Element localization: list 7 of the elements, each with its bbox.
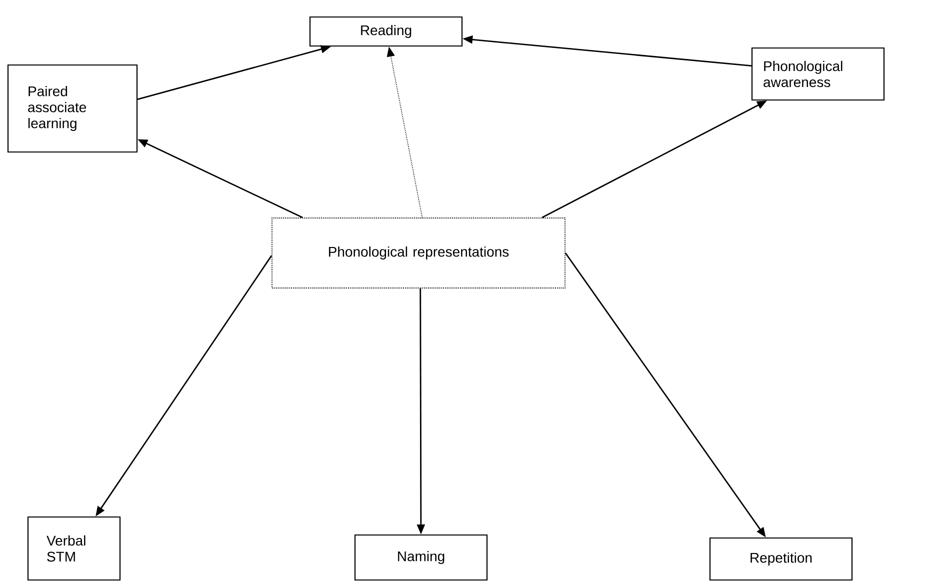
process-box: Phonological awareness — [751, 47, 885, 101]
process-box: Reading — [309, 16, 463, 47]
process-box: Verbal STM — [27, 516, 121, 581]
process-box: Phonological representations — [272, 218, 566, 288]
process-box: Repetition — [709, 537, 853, 581]
process-box: Naming — [354, 534, 488, 581]
process-box: Paired associate learning — [7, 64, 138, 153]
